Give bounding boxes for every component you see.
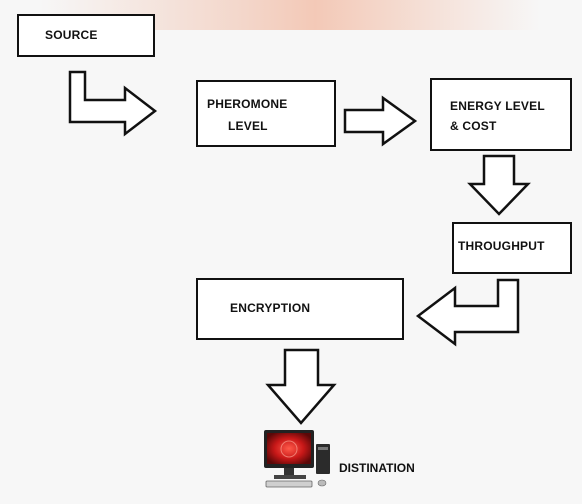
energy-label-line2: & COST xyxy=(450,119,497,133)
desktop-computer-icon xyxy=(264,430,330,488)
encryption-box: ENCRYPTION xyxy=(196,278,404,340)
source-label: SOURCE xyxy=(45,28,98,42)
pheromone-level-box: PHEROMONE LEVEL xyxy=(196,80,336,147)
throughput-box: THROUGHPUT xyxy=(452,222,572,274)
energy-label-line1: ENERGY LEVEL xyxy=(450,99,545,113)
pheromone-label-line1: PHEROMONE xyxy=(207,97,288,111)
pheromone-to-energy-arrow xyxy=(343,95,418,147)
source-box: SOURCE xyxy=(17,14,155,57)
throughput-label: THROUGHPUT xyxy=(458,239,545,253)
destination-label: DISTINATION xyxy=(339,461,415,475)
source-to-pheromone-arrow xyxy=(68,70,158,137)
throughput-to-encryption-arrow xyxy=(415,278,520,347)
encryption-label: ENCRYPTION xyxy=(230,301,311,315)
pheromone-label-line2: LEVEL xyxy=(228,119,268,133)
encryption-to-destination-arrow xyxy=(265,348,337,425)
energy-level-cost-box: ENERGY LEVEL & COST xyxy=(430,78,572,151)
energy-to-throughput-arrow xyxy=(467,154,531,216)
